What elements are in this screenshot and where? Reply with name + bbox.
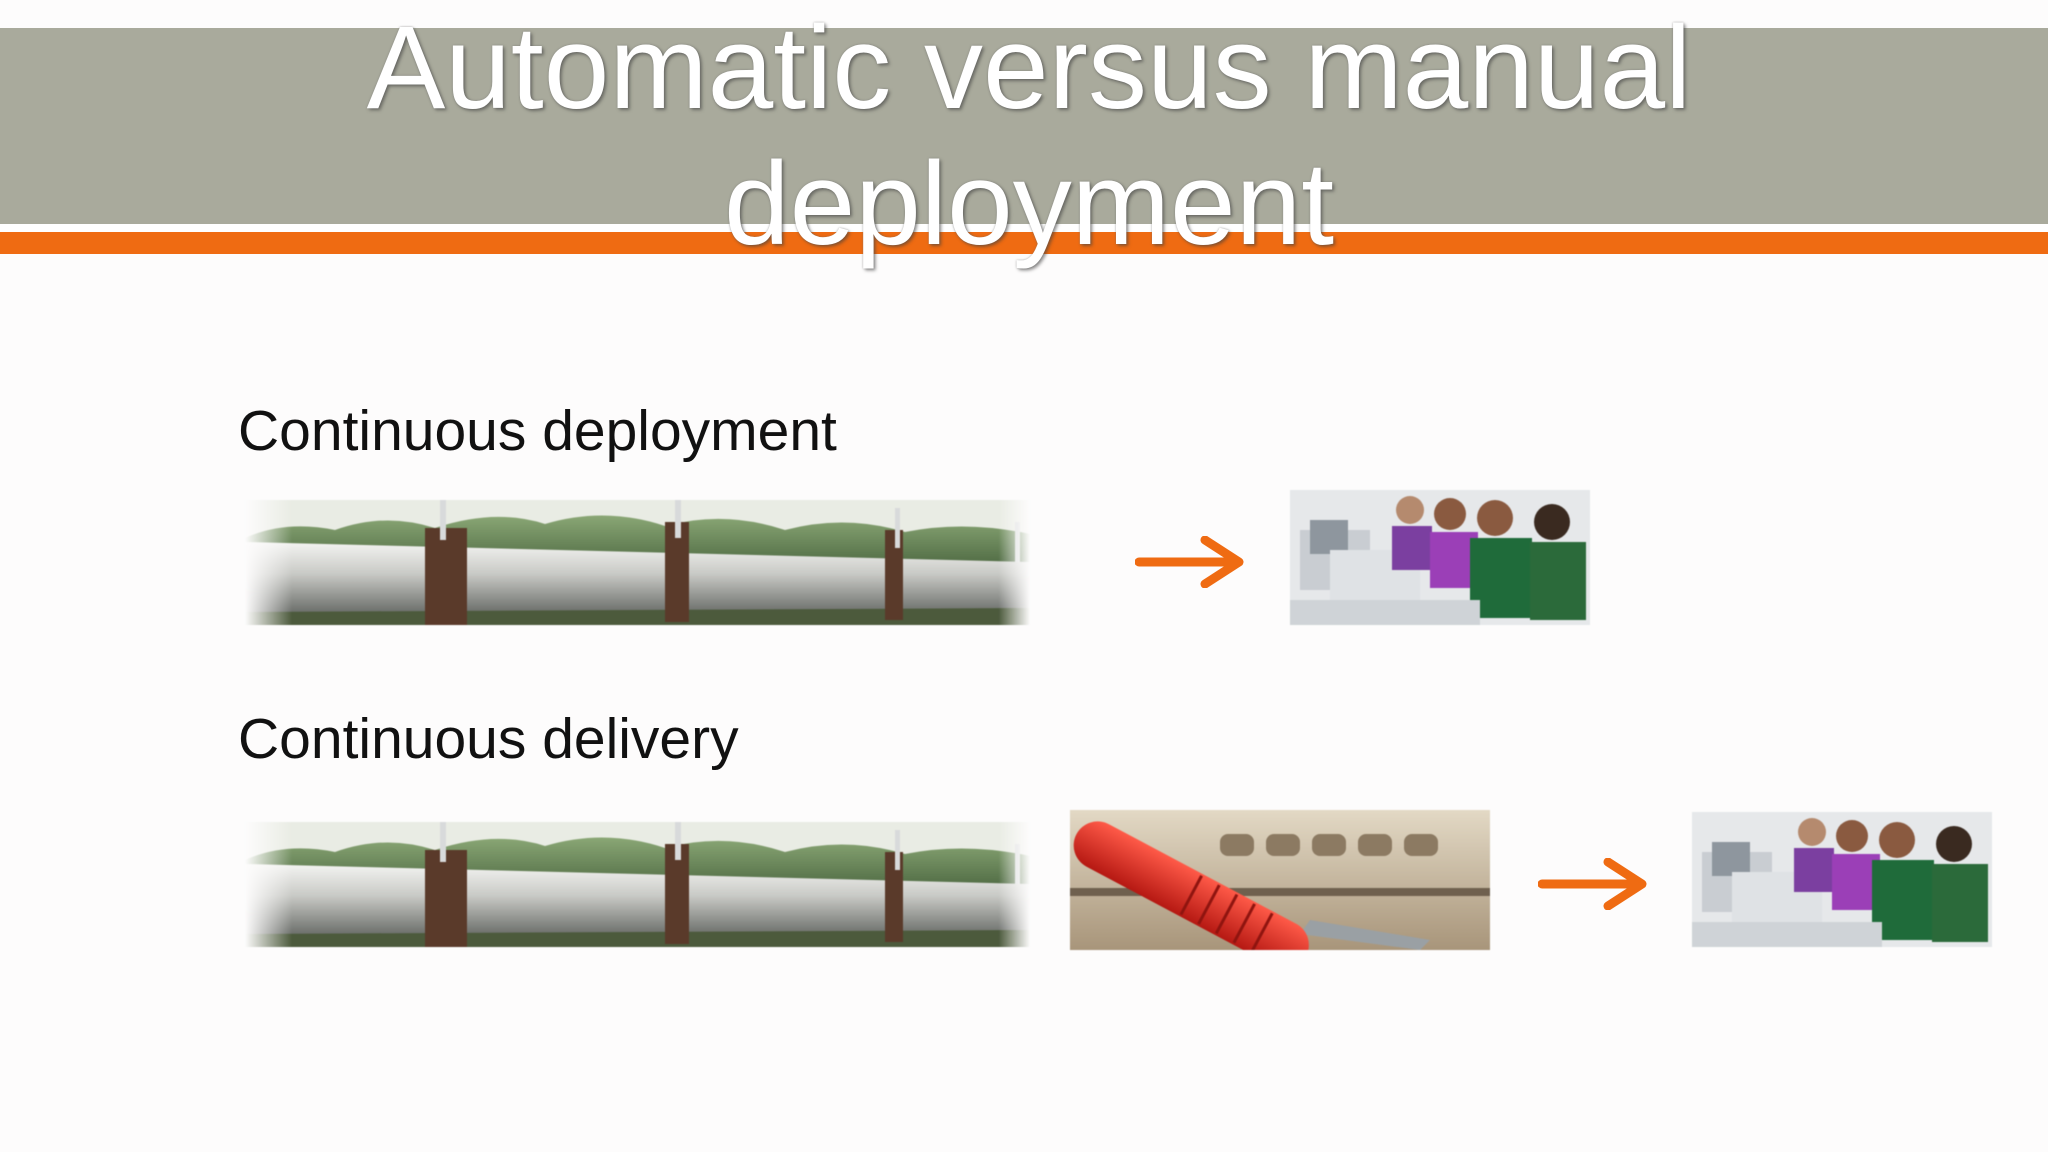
row-label-continuous-delivery: Continuous delivery bbox=[238, 707, 739, 771]
slide-title: Automatic versus manual deployment bbox=[0, 0, 2048, 272]
pipeline-photo bbox=[245, 500, 1030, 625]
row-label-continuous-deployment: Continuous deployment bbox=[238, 399, 837, 463]
slide-title-line-1: Automatic versus manual bbox=[366, 2, 1692, 134]
right-arrow-icon bbox=[1538, 858, 1647, 910]
right-arrow-icon bbox=[1135, 536, 1244, 588]
manual-lever-photo bbox=[1070, 810, 1490, 950]
title-divider bbox=[0, 224, 2048, 232]
title-band bbox=[0, 28, 2048, 224]
accent-band bbox=[0, 232, 2048, 254]
pipeline-photo bbox=[245, 822, 1030, 947]
users-at-computers-photo bbox=[1692, 812, 1992, 947]
users-at-computers-photo bbox=[1290, 490, 1590, 625]
slide-title-line-2: deployment bbox=[723, 138, 1335, 270]
